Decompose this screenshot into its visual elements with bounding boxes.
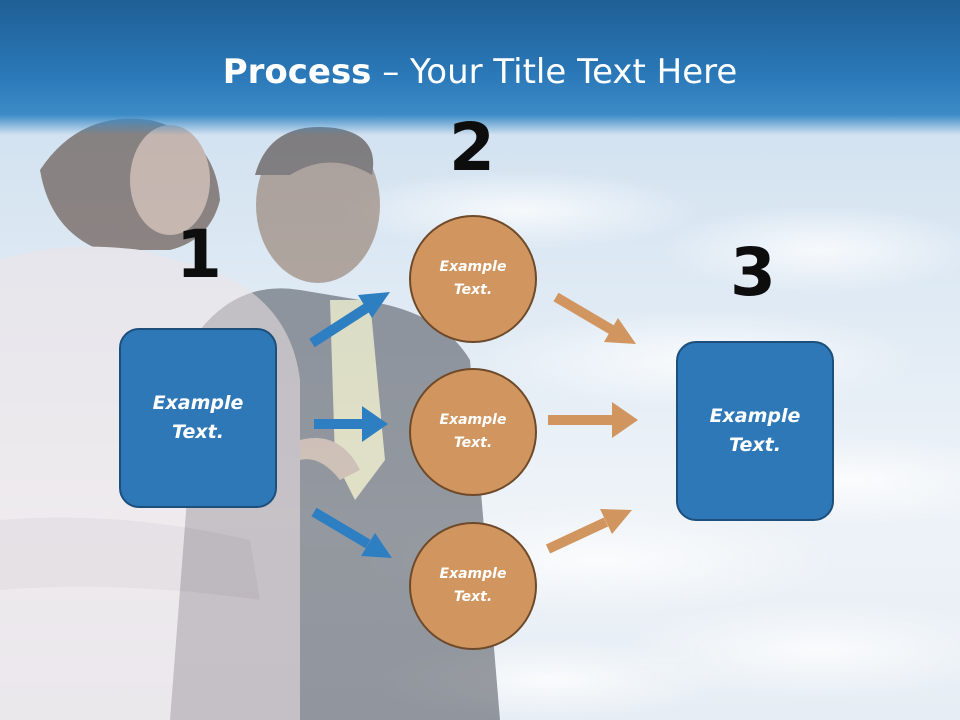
title-bar (0, 0, 960, 135)
step-number-2: 2 (449, 109, 495, 186)
title-bold: Process (222, 52, 372, 92)
arrow-to-top-circle (309, 292, 390, 348)
title-rest: – Your Title Text Here (371, 52, 738, 92)
step-2-circle-top: Example Text. (409, 215, 537, 343)
slide-title: Process – Your Title Text Here (0, 52, 960, 92)
circle-top-text: Example Text. (439, 259, 507, 298)
step-3-box-text: Example Text. (709, 405, 801, 456)
circle-bottom-text: Example Text. (439, 566, 507, 605)
step-1-box: Example Text. (119, 328, 277, 508)
step-3-box: Example Text. (676, 341, 834, 521)
arrow-from-middle-circle (548, 402, 638, 438)
step-number-1: 1 (176, 216, 222, 293)
step-2-circle-middle: Example Text. (409, 368, 537, 496)
arrow-from-bottom-circle (545, 509, 632, 554)
step-number-3: 3 (730, 234, 776, 311)
blue-arrows (309, 292, 392, 558)
circle-middle-text: Example Text. (439, 412, 507, 451)
arrow-from-top-circle (553, 292, 636, 344)
arrow-to-bottom-circle (311, 507, 392, 558)
orange-arrows (545, 292, 638, 554)
step-1-box-text: Example Text. (152, 392, 244, 443)
step-2-circle-bottom: Example Text. (409, 522, 537, 650)
arrow-to-middle-circle (314, 406, 388, 442)
